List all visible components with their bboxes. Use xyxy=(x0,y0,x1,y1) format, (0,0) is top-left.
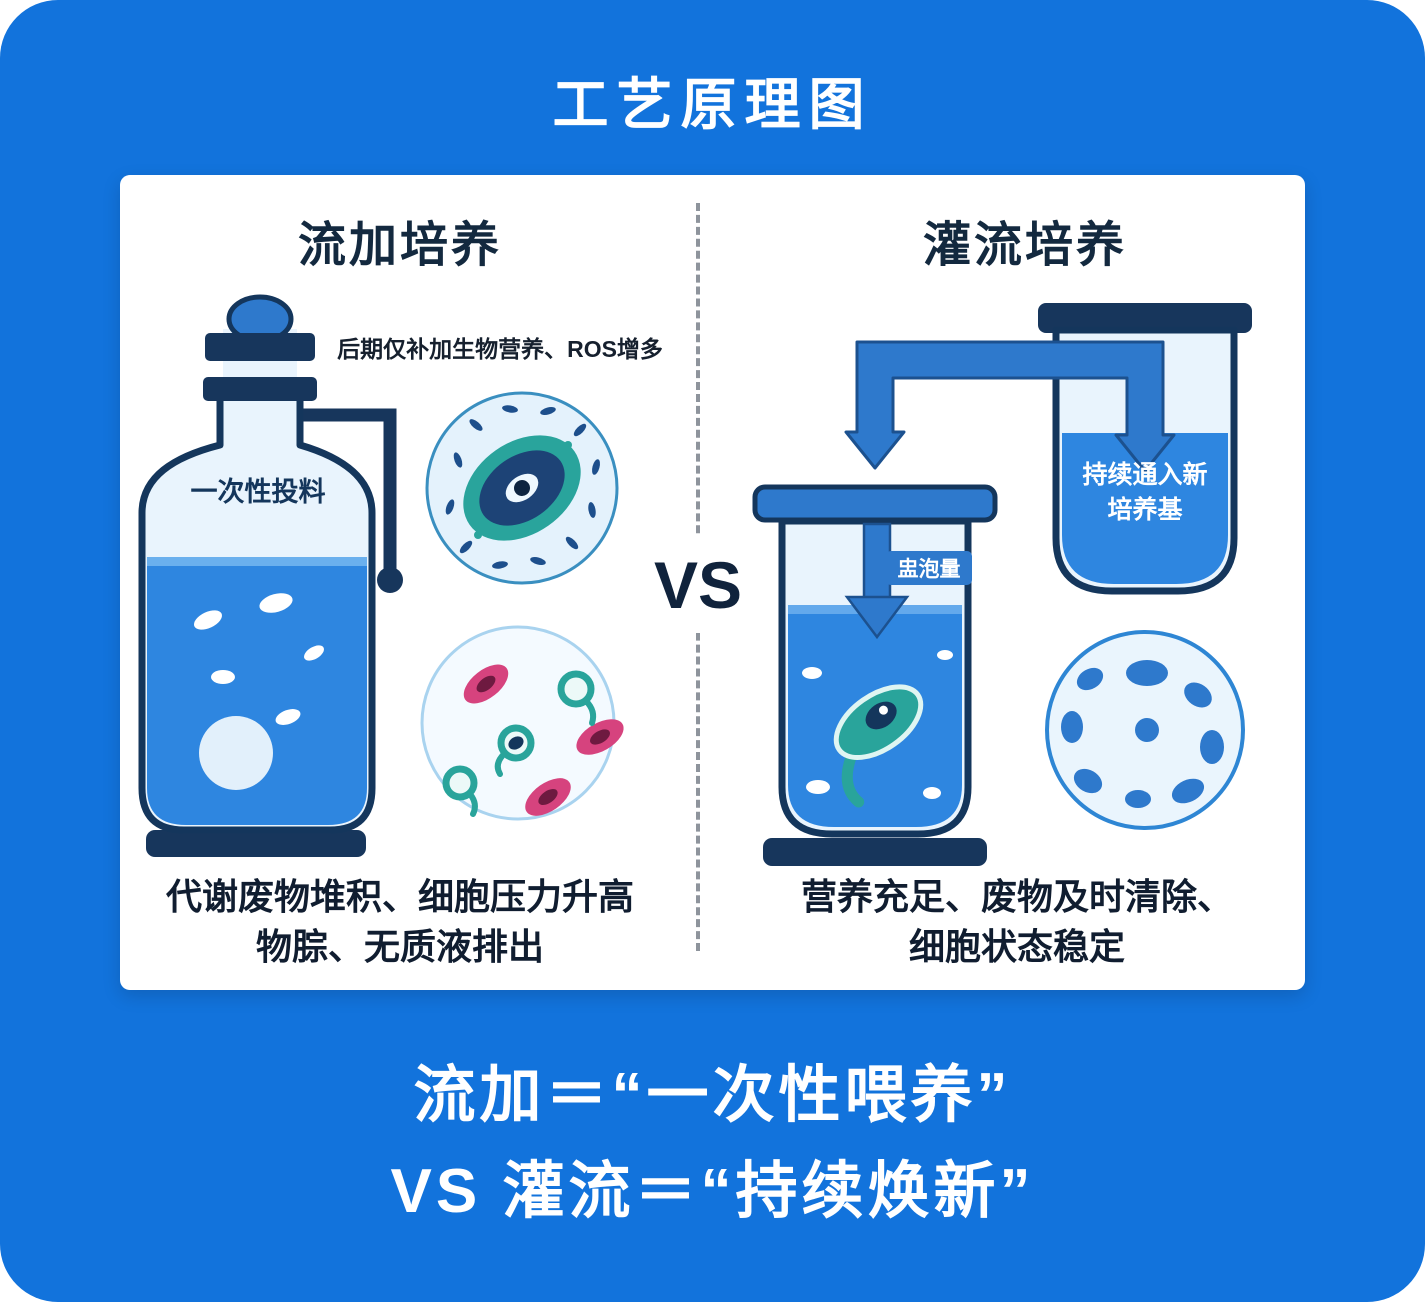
bubble xyxy=(259,593,293,613)
feed-vessel-lid xyxy=(1038,303,1252,333)
vs-label: VS xyxy=(645,537,751,633)
fed-batch-caption-line1: 代谢废物堆积、细胞压力升高 xyxy=(165,876,634,917)
cell-nucleus-group xyxy=(463,435,581,541)
arrow-label: 盅泡量 xyxy=(898,557,961,581)
cell-debris xyxy=(530,557,546,565)
liquid-surface xyxy=(147,557,367,566)
perfusion-caption-line1: 营养充足、废物及时清除、 xyxy=(800,876,1233,917)
healthy-cell-icon xyxy=(833,684,924,808)
fed-batch-illustration: 一次性投料 后期仅补加生物营养、ROS增多 xyxy=(138,294,663,857)
bubble xyxy=(937,650,953,660)
inflow-arrow-shaft xyxy=(862,522,892,602)
tagline-line1: 流加＝“一次性喂养” xyxy=(413,1061,1012,1130)
cell-debris xyxy=(592,459,600,475)
fed-batch-caption-line2: 物腙、无质液排出 xyxy=(255,926,544,968)
bubble xyxy=(211,670,235,684)
cell-blob xyxy=(1126,660,1168,686)
cell-debris xyxy=(469,419,483,431)
bottle-label: 一次性投料 xyxy=(191,477,326,507)
bubble xyxy=(193,610,223,630)
page-title: 工艺原理图 xyxy=(552,73,873,136)
cell-blob xyxy=(1200,730,1224,764)
perfusion-illustration: 持续通入新 培养基 盅泡量 xyxy=(752,303,1252,866)
tagline-line2: VS 灌流＝“持续焕新” xyxy=(390,1157,1035,1227)
cell-debris xyxy=(492,561,508,569)
cell-debris xyxy=(459,540,473,554)
pink-cell-icon xyxy=(463,664,509,704)
cell-blob xyxy=(1076,667,1104,691)
feed-bottle-icon: 一次性投料 xyxy=(138,294,403,857)
cell-blob xyxy=(1061,711,1083,743)
cell-debris xyxy=(445,499,455,515)
summary-tagline: 流加＝“一次性喂养” VS 灌流＝“持续焕新” xyxy=(0,1048,1425,1240)
arrow-label-bg xyxy=(886,551,972,585)
bubble xyxy=(275,709,301,725)
cap-band xyxy=(205,333,315,361)
feed-tube-icon xyxy=(293,408,397,580)
bottle-liquid xyxy=(147,557,367,825)
pink-cell-icon xyxy=(525,778,571,816)
perfusion-caption: 营养充足、废物及时清除、 细胞状态稳定 xyxy=(737,872,1297,973)
stressed-cell-icon xyxy=(425,391,619,585)
bioreactor-lid xyxy=(752,484,998,523)
perfusion-cells-icon xyxy=(1045,630,1245,830)
bubble xyxy=(304,645,324,661)
cell-blob xyxy=(1125,790,1151,808)
cell-debris xyxy=(453,452,463,468)
comparison-card: 流加培养 灌流培养 xyxy=(120,175,1305,990)
fed-batch-heading: 流加培养 xyxy=(297,219,502,272)
bubble xyxy=(802,667,822,679)
neck-band xyxy=(203,377,317,401)
cell-debris xyxy=(565,536,579,550)
cell-blob xyxy=(1184,682,1212,708)
teal-cell-icon xyxy=(557,670,597,726)
teal-cell-icon xyxy=(442,765,478,817)
large-bubble xyxy=(199,716,273,790)
bubble xyxy=(923,787,941,799)
fed-batch-annotation: 后期仅补加生物营养、ROS增多 xyxy=(337,336,663,362)
cell-blob xyxy=(1073,768,1103,794)
mixed-cells-icon xyxy=(420,625,624,821)
inflow-arrow-head xyxy=(844,595,910,640)
bottle-base xyxy=(146,830,366,857)
bubble xyxy=(806,780,830,794)
bioreactor-base xyxy=(763,838,987,866)
perfusion-caption-line2: 细胞状态稳定 xyxy=(908,926,1125,968)
feed-vessel-liquid xyxy=(1062,433,1228,584)
cell-debris xyxy=(588,502,596,518)
teal-cell-icon xyxy=(494,724,535,777)
feed-label-line1: 持续通入新 xyxy=(1082,460,1207,489)
feed-label-line2: 培养基 xyxy=(1107,495,1182,524)
cell-debris xyxy=(573,423,587,437)
cell-blob xyxy=(1135,718,1159,742)
tube-tip-icon xyxy=(377,567,403,593)
cell-blob xyxy=(1171,778,1205,804)
perfusion-heading: 灌流培养 xyxy=(922,219,1127,272)
recirculation-pipe-icon xyxy=(844,340,1176,473)
fed-batch-caption: 代谢废物堆积、细胞压力升高 物腙、无质液排出 xyxy=(120,872,680,973)
bioreactor-icon: 盅泡量 xyxy=(752,484,998,866)
cell-debris xyxy=(502,405,518,413)
pink-cell-icon xyxy=(576,719,624,755)
cell-debris xyxy=(540,407,556,415)
